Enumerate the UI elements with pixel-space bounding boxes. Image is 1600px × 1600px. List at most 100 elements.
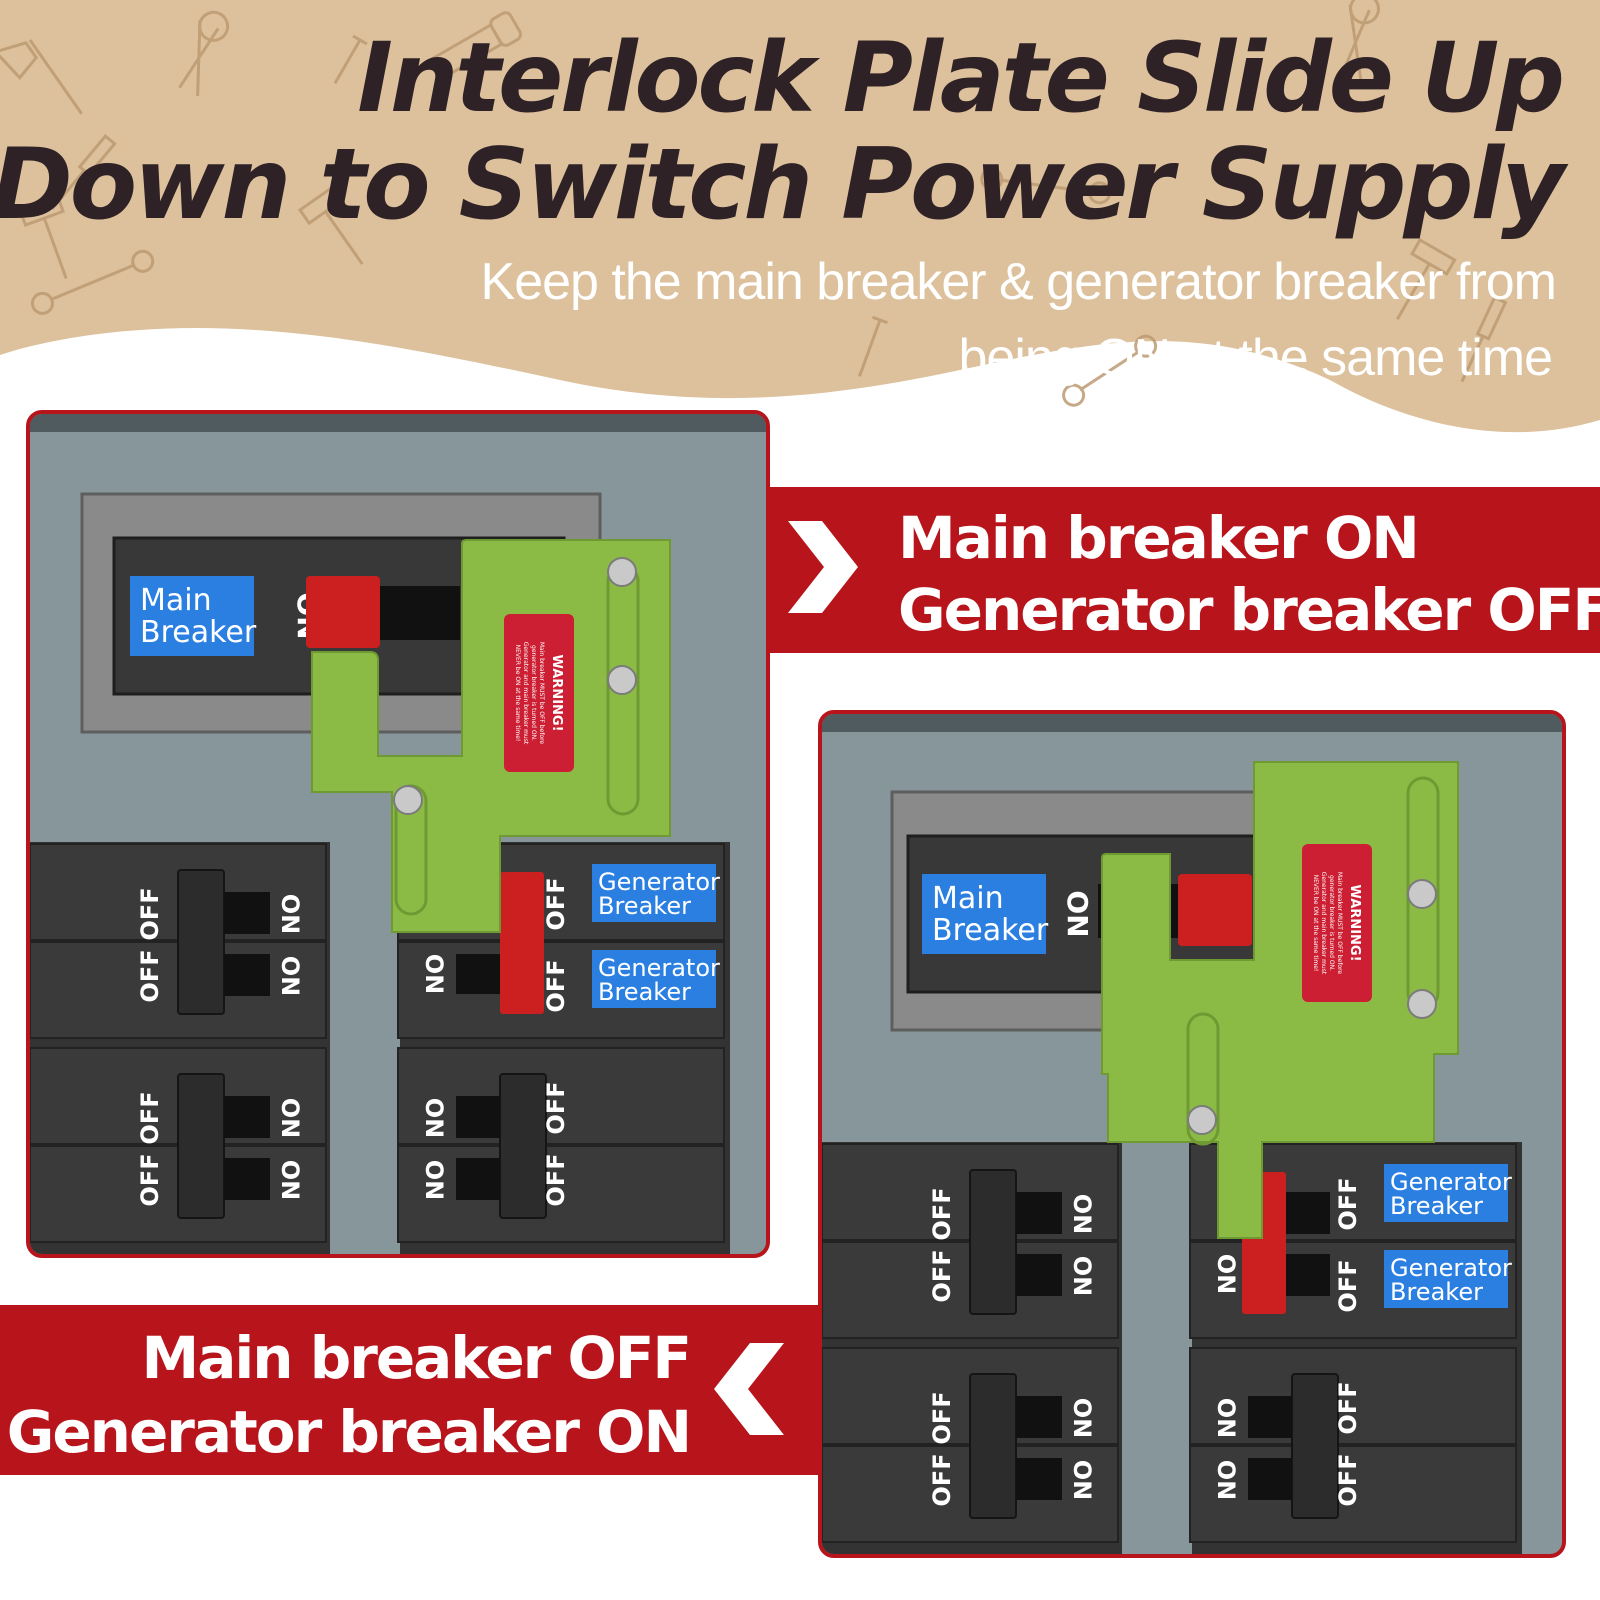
- on-text: ON: [1212, 1460, 1240, 1501]
- interlock-plate: WARNING! Main breaker MUST be OFF before…: [1101, 761, 1459, 1239]
- panel-main-on-illustration: Main Breaker ON OFF OFF ON ON OFF OFF ON…: [30, 414, 766, 1254]
- on-text: ON: [1212, 1254, 1240, 1295]
- generator-breaker-label-box: [592, 950, 716, 1008]
- banner-left-line2: Generator breaker ON: [6, 1398, 692, 1466]
- warning-title: WARNING!: [1347, 884, 1362, 961]
- off-text: OFF: [928, 1391, 956, 1444]
- generator-breaker-label-line2: Breaker: [1390, 1192, 1483, 1220]
- wrench-icon: [30, 249, 155, 315]
- warning-line1: Main breaker MUST be OFF before: [538, 642, 545, 745]
- subtitle-line-2: being ON at the same time: [958, 329, 1553, 387]
- nail-icon: [858, 315, 889, 377]
- screw-icon: [1187, 1105, 1217, 1135]
- off-text: OFF: [1334, 1177, 1362, 1230]
- screw-icon: [393, 785, 423, 815]
- generator-breaker-handle-red: [500, 872, 544, 1014]
- screw-icon: [1407, 989, 1437, 1019]
- on-text: ON: [276, 956, 304, 997]
- off-text: OFF: [1334, 1381, 1362, 1434]
- panel-main-on: Main Breaker ON OFF OFF ON ON OFF OFF ON…: [26, 410, 770, 1258]
- on-text: ON: [1068, 1194, 1096, 1235]
- generator-breaker-label-line1: Generator: [598, 954, 720, 982]
- warning-label: [504, 614, 574, 772]
- on-text: ON: [1068, 1460, 1096, 1501]
- generator-breaker-label-box: [592, 864, 716, 922]
- on-text: ON: [276, 894, 304, 935]
- main-breaker-label-box: [922, 874, 1046, 954]
- panel-generator-on: Main Breaker ON OFF OFF ON ON OFF OFF ON…: [818, 710, 1566, 1558]
- banner-right-line1: Main breaker ON: [898, 504, 1420, 572]
- generator-breaker-label-line2: Breaker: [598, 978, 691, 1006]
- title-line-2: Down to Switch Power Supply: [0, 128, 1565, 242]
- generator-breaker-label-box: [1384, 1250, 1508, 1308]
- generator-breaker-label-line2: Breaker: [1390, 1278, 1483, 1306]
- interlock-plate: WARNING! Main breaker MUST be OFF before…: [311, 539, 671, 933]
- generator-breaker-label-line1: Generator: [598, 868, 720, 896]
- generator-breaker-label-box: [1384, 1164, 1508, 1222]
- breaker-handle: [1291, 1373, 1339, 1519]
- screw-icon: [1407, 879, 1437, 909]
- off-text: OFF: [136, 1153, 164, 1206]
- main-breaker-label-box: [130, 576, 254, 656]
- warning-line3: Generator and main breaker must: [1320, 872, 1327, 975]
- breaker-column-right: OFF OFF ON ON ON OFF OFF Generator Break…: [397, 842, 730, 1254]
- breaker-handle: [499, 1073, 547, 1219]
- generator-breaker-label-line2: Breaker: [598, 892, 691, 920]
- generator-breaker-label-line1: Generator: [1390, 1168, 1512, 1196]
- warning-line2: generator breaker is turned ON.: [530, 645, 537, 741]
- off-text: OFF: [928, 1249, 956, 1302]
- axe-icon: [0, 39, 83, 115]
- breaker-handle: [177, 869, 225, 1015]
- breaker-column-left: OFF OFF ON ON OFF OFF ON ON: [822, 1142, 1122, 1554]
- off-text: OFF: [542, 959, 570, 1012]
- title-line-1: Interlock Plate Slide Up: [357, 22, 1565, 134]
- warning-line4: NEVER be ON at the same time!: [1312, 875, 1319, 972]
- on-text: ON: [420, 954, 448, 995]
- pliers-icon: [178, 10, 230, 97]
- main-breaker-label-line2: Breaker: [140, 615, 257, 650]
- off-text: OFF: [136, 887, 164, 940]
- on-text: ON: [1068, 1256, 1096, 1297]
- off-text: OFF: [1334, 1259, 1362, 1312]
- screw-icon: [607, 557, 637, 587]
- off-text: OFF: [542, 1081, 570, 1134]
- main-breaker-handle-red: [1178, 874, 1252, 946]
- off-text: OFF: [542, 1153, 570, 1206]
- breaker-handle: [177, 1073, 225, 1219]
- banner-main-on: Main breaker ON Generator breaker OFF: [768, 487, 1600, 653]
- chevron-right-icon: [788, 521, 858, 613]
- panel-generator-on-illustration: Main Breaker ON OFF OFF ON ON OFF OFF ON…: [822, 714, 1562, 1554]
- off-text: OFF: [136, 949, 164, 1002]
- banner-generator-on: Main breaker OFF Generator breaker ON: [0, 1305, 820, 1475]
- on-text: ON: [276, 1098, 304, 1139]
- generator-breaker-label-line1: Generator: [1390, 1254, 1512, 1282]
- main-breaker-label-line2: Breaker: [932, 913, 1049, 948]
- main-breaker-handle-red: [306, 576, 380, 648]
- chevron-left-icon: [714, 1343, 784, 1435]
- warning-line1: Main breaker MUST be OFF before: [1336, 872, 1343, 975]
- off-text: OFF: [136, 1091, 164, 1144]
- main-breaker-on-text: ON: [1061, 890, 1094, 937]
- on-text: ON: [1212, 1398, 1240, 1439]
- warning-line4: NEVER be ON at the same time!: [514, 645, 521, 742]
- off-text: OFF: [928, 1187, 956, 1240]
- breaker-column-left: OFF OFF ON ON OFF OFF ON ON: [30, 842, 330, 1254]
- banner-left-line1: Main breaker OFF: [141, 1324, 692, 1392]
- warning-title: WARNING!: [549, 654, 564, 731]
- subtitle-line-1: Keep the main breaker & generator breake…: [480, 253, 1557, 311]
- on-text: ON: [420, 1098, 448, 1139]
- breaker-handle: [969, 1169, 1017, 1315]
- warning-line2: generator breaker is turned ON.: [1328, 875, 1335, 971]
- screw-icon: [607, 665, 637, 695]
- off-text: OFF: [1334, 1453, 1362, 1506]
- warning-label: [1302, 844, 1372, 1002]
- off-text: OFF: [542, 877, 570, 930]
- main-breaker-label-line1: Main: [932, 881, 1004, 916]
- on-text: ON: [276, 1160, 304, 1201]
- off-text: OFF: [928, 1453, 956, 1506]
- main-breaker-label-line1: Main: [140, 583, 212, 618]
- on-text: ON: [420, 1160, 448, 1201]
- warning-line3: Generator and main breaker must: [522, 642, 529, 745]
- on-text: ON: [1068, 1398, 1096, 1439]
- breaker-handle: [969, 1373, 1017, 1519]
